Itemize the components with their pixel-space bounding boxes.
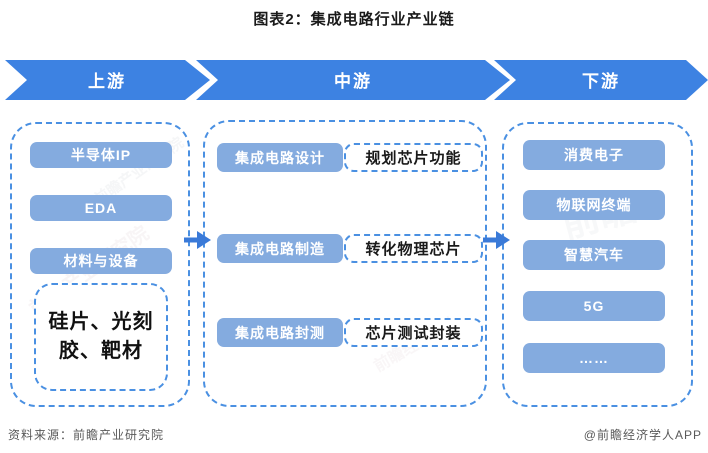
downstream-item-smart-cars: 智慧汽车 <box>523 240 665 270</box>
downstream-item-iot-terminals: 物联网终端 <box>523 190 665 220</box>
upstream-item-semiconductor-ip: 半导体IP <box>30 142 172 168</box>
ribbon-segment-midstream <box>196 60 510 100</box>
downstream-item-5g: 5G <box>523 291 665 321</box>
midstream-container <box>203 120 487 407</box>
arrow-upstream-to-midstream-icon <box>184 231 211 249</box>
credit-note: @前瞻经济学人APP <box>583 428 702 442</box>
midstream-stage-packaging-testing: 集成电路封测 <box>217 318 343 347</box>
downstream-item-consumer-electronics: 消费电子 <box>523 140 665 170</box>
midstream-desc-manufacturing: 转化物理芯片 <box>344 234 483 263</box>
midstream-desc-packaging-testing: 芯片测试封装 <box>344 318 483 347</box>
ribbon-label-downstream: 下游 <box>582 71 620 91</box>
ribbon-segment-upstream <box>5 60 210 100</box>
upstream-item-eda: EDA <box>30 195 172 221</box>
source-note: 资料来源：前瞻产业研究院 <box>8 428 165 442</box>
downstream-container <box>502 122 693 407</box>
midstream-stage-design: 集成电路设计 <box>217 143 343 172</box>
arrow-midstream-to-downstream-icon <box>483 231 510 249</box>
upstream-materials-note: 硅片、光刻 胶、靶材 <box>34 283 168 391</box>
midstream-stage-manufacturing: 集成电路制造 <box>217 234 343 263</box>
ribbon-label-upstream: 上游 <box>88 71 126 91</box>
ribbon-segment-downstream <box>494 60 708 100</box>
upstream-item-materials-equipment: 材料与设备 <box>30 248 172 274</box>
midstream-desc-design: 规划芯片功能 <box>344 143 483 172</box>
ribbon-label-midstream: 中游 <box>334 71 372 91</box>
upstream-container <box>10 122 190 407</box>
page-title: 图表2：集成电路行业产业链 <box>253 11 455 28</box>
chevron-ribbon: 上游 中游 下游 <box>5 60 708 100</box>
downstream-item-ellipsis: …… <box>523 343 665 373</box>
